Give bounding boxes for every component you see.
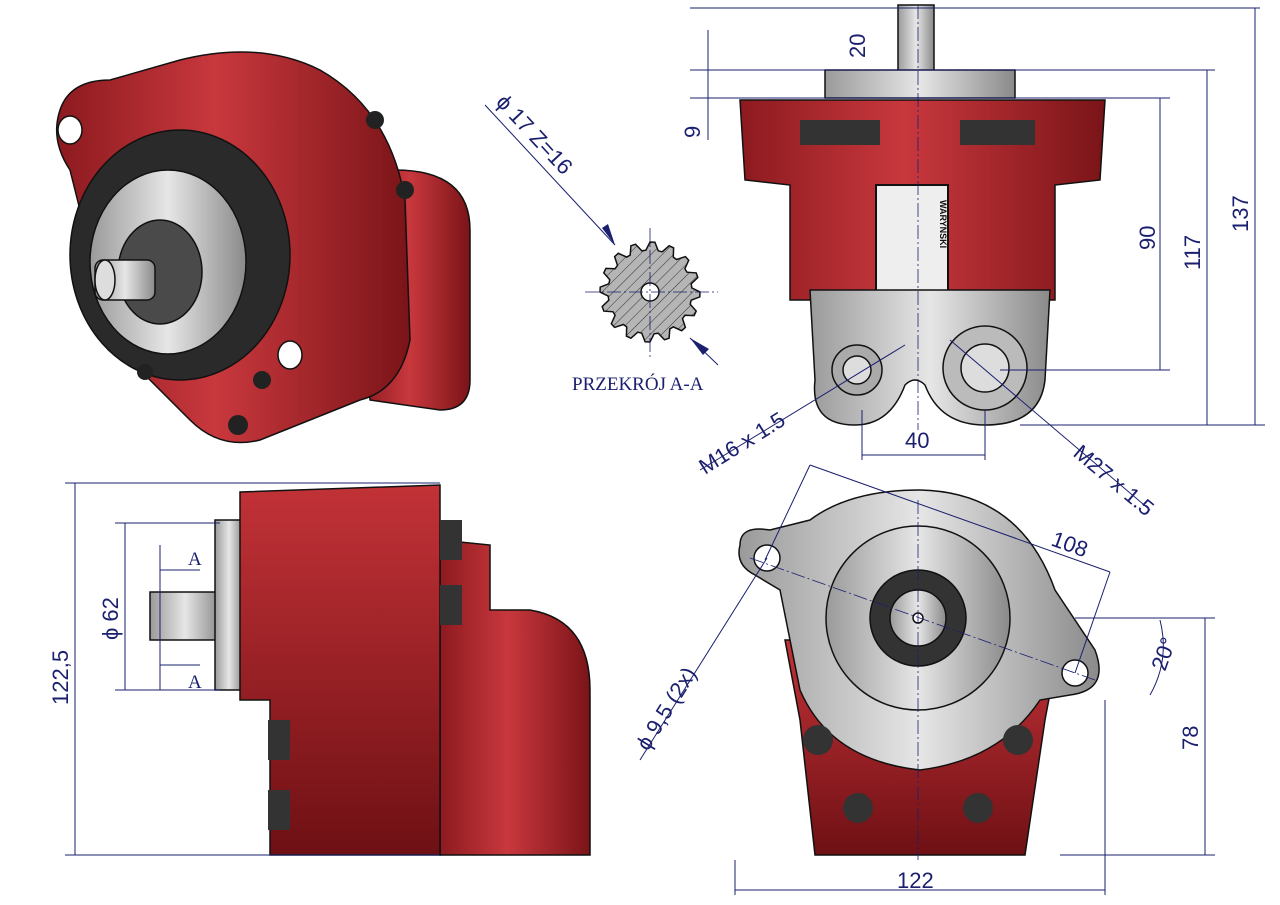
dim-total-height: 137 [1228, 195, 1253, 232]
dim-port-large: M27 x 1.5 [1069, 440, 1159, 521]
rear-view: 122 78 108 20° ϕ 9,5 (2x) [631, 464, 1215, 895]
nameplate-logo: WARYNSKI [938, 200, 948, 248]
front-view: WARYNSKI 20 9 90 117 137 40 M16 x 1.5 M2… [680, 4, 1265, 521]
dim-hole-angle: 20° [1146, 634, 1181, 674]
side-view: A A 122,5 ϕ 62 [48, 482, 591, 856]
dim-flange-height: 9 [680, 126, 705, 138]
isometric-view [55, 51, 471, 444]
dim-hole-diameter: ϕ 9,5 (2x) [631, 663, 702, 755]
dim-hole-height: 78 [1178, 726, 1203, 750]
dim-port-spacing: 40 [905, 428, 929, 453]
dim-side-height: 122,5 [48, 650, 73, 705]
spline-label: ϕ 17 Z=16 [491, 89, 577, 179]
section-label: PRZEKRÓJ A-A [572, 373, 704, 395]
section-marker-top: A [188, 549, 202, 570]
dim-total-width: 122 [897, 868, 934, 893]
section-marker-bottom: A [188, 672, 202, 693]
dim-mount-height: 117 [1180, 235, 1205, 270]
dim-port-small: M16 x 1.5 [694, 407, 789, 479]
dim-shaft-length: 20 [845, 34, 870, 58]
dim-pilot-diameter: ϕ 62 [98, 597, 123, 640]
dim-port-center-height: 90 [1135, 226, 1160, 250]
dim-hole-spacing: 108 [1048, 526, 1091, 562]
